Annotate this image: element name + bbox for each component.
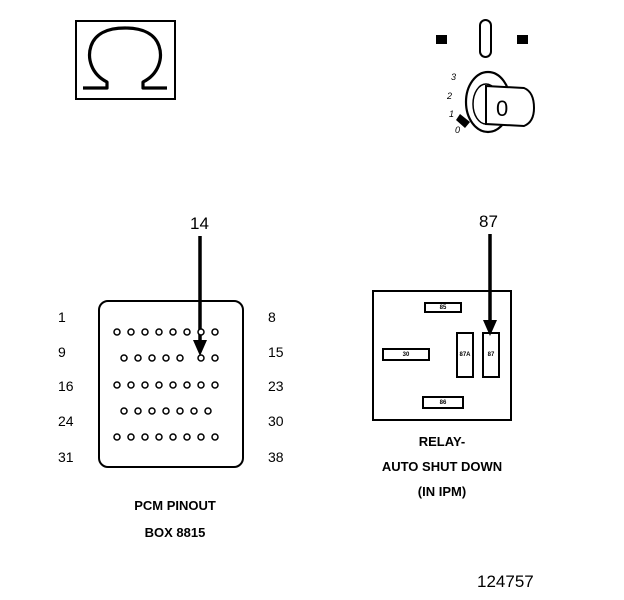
relay-terminal-30: 30	[382, 348, 430, 361]
pcm-row-label-left-5: 31	[58, 449, 74, 465]
pcm-row-label-left-2: 9	[58, 344, 66, 360]
ignition-position-0: 0	[455, 125, 460, 135]
pin-row-4	[120, 407, 212, 415]
pin-row-1	[113, 328, 219, 336]
ohmmeter-symbol	[75, 20, 176, 100]
pcm-pin-grid	[113, 328, 219, 441]
relay-callout-arrow	[483, 234, 497, 336]
relay-body: 85 30 87A 87 86	[372, 290, 512, 421]
pin-row-5	[113, 433, 219, 441]
pin-row-3	[113, 381, 219, 389]
pcm-row-label-left-4: 24	[58, 413, 74, 429]
pcm-row-label-right-5: 38	[268, 449, 284, 465]
ignition-switch: 3 2 1 0 0	[420, 10, 540, 140]
pcm-caption-line-2: BOX 8815	[144, 525, 206, 540]
ignition-key-icon: 3 2 1 0	[436, 19, 536, 135]
pin-row-2	[120, 354, 219, 362]
pcm-row-label-right-1: 8	[268, 309, 276, 325]
relay-terminal-85: 85	[424, 302, 462, 313]
pcm-row-label-right-3: 23	[268, 378, 284, 394]
ignition-position-3: 3	[451, 72, 456, 82]
figure-number: 124757	[477, 572, 534, 591]
pcm-row-label-left-1: 1	[58, 309, 66, 325]
relay-caption-line-1: RELAY-	[418, 434, 466, 449]
relay-terminal-87: 87	[482, 332, 500, 378]
pcm-row-label-right-4: 30	[268, 413, 284, 429]
relay-caption-line-3: (IN IPM)	[417, 484, 467, 499]
ignition-position-1: 1	[449, 109, 454, 119]
pcm-row-label-left-3: 16	[58, 378, 74, 394]
relay-terminal-86: 86	[422, 396, 464, 409]
pcm-row-label-right-2: 15	[268, 344, 284, 360]
omega-icon	[83, 26, 167, 90]
pcm-callout-pin-label: 14	[190, 214, 209, 233]
relay-terminal-87a: 87A	[456, 332, 474, 378]
ignition-position-2: 2	[446, 91, 452, 101]
relay-callout-pin-label: 87	[479, 212, 498, 231]
pcm-callout-arrow	[193, 236, 207, 356]
key-label: 0	[496, 96, 509, 121]
pcm-caption-line-1: PCM PINOUT	[134, 498, 216, 513]
pcm-connector	[98, 300, 244, 468]
relay-caption-line-2: AUTO SHUT DOWN	[381, 459, 503, 474]
